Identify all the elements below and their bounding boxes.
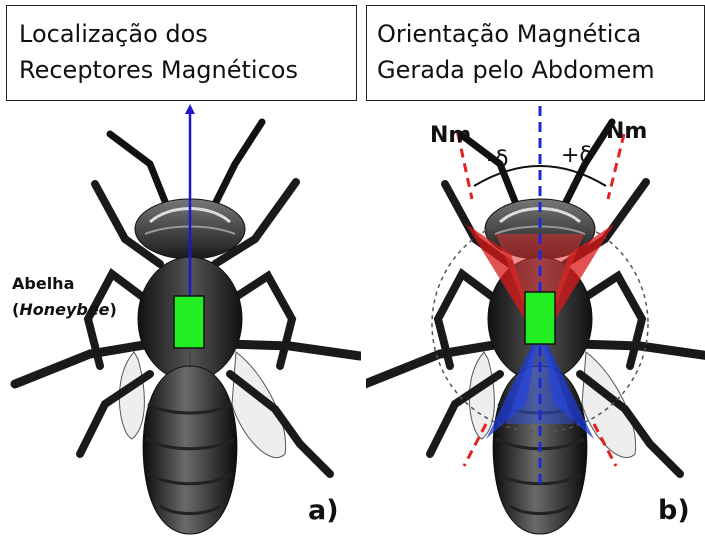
delta-plus-label: +δ bbox=[561, 143, 593, 168]
panel-a-title-line2: Receptores Magnéticos bbox=[19, 52, 344, 88]
panel-b-title-line2: Gerada pelo Abdomem bbox=[377, 52, 692, 88]
panel-a-title-box: Localização dos Receptores Magnéticos bbox=[6, 5, 357, 101]
nm-left-label: Nm bbox=[430, 123, 471, 148]
species-italic: Honeybee bbox=[19, 300, 109, 319]
panel-a-label: a) bbox=[308, 495, 339, 526]
delta-minus-label: -δ bbox=[487, 147, 508, 172]
species-label: Abelha (Honeybee) bbox=[12, 271, 117, 323]
bee-illustration-a bbox=[0, 104, 361, 542]
panel-b-title-line1: Orientação Magnética bbox=[377, 16, 692, 52]
nm-right-label: Nm bbox=[606, 119, 647, 144]
panel-b-title-box: Orientação Magnética Gerada pelo Abdomem bbox=[366, 5, 705, 101]
species-english: (Honeybee) bbox=[12, 297, 117, 323]
panel-b-label: b) bbox=[658, 495, 690, 526]
panel-a: Localização dos Receptores Magnéticos Ab… bbox=[0, 0, 361, 542]
arrow-head-icon bbox=[185, 104, 195, 114]
species-name: Abelha bbox=[12, 271, 117, 297]
receptor-marker bbox=[525, 292, 555, 344]
receptor-marker bbox=[174, 296, 204, 348]
panel-a-title-line1: Localização dos bbox=[19, 16, 344, 52]
bee-illustration-b: Nm Nm -δ +δ bbox=[366, 104, 705, 542]
panel-b: Orientação Magnética Gerada pelo Abdomem… bbox=[366, 0, 705, 542]
